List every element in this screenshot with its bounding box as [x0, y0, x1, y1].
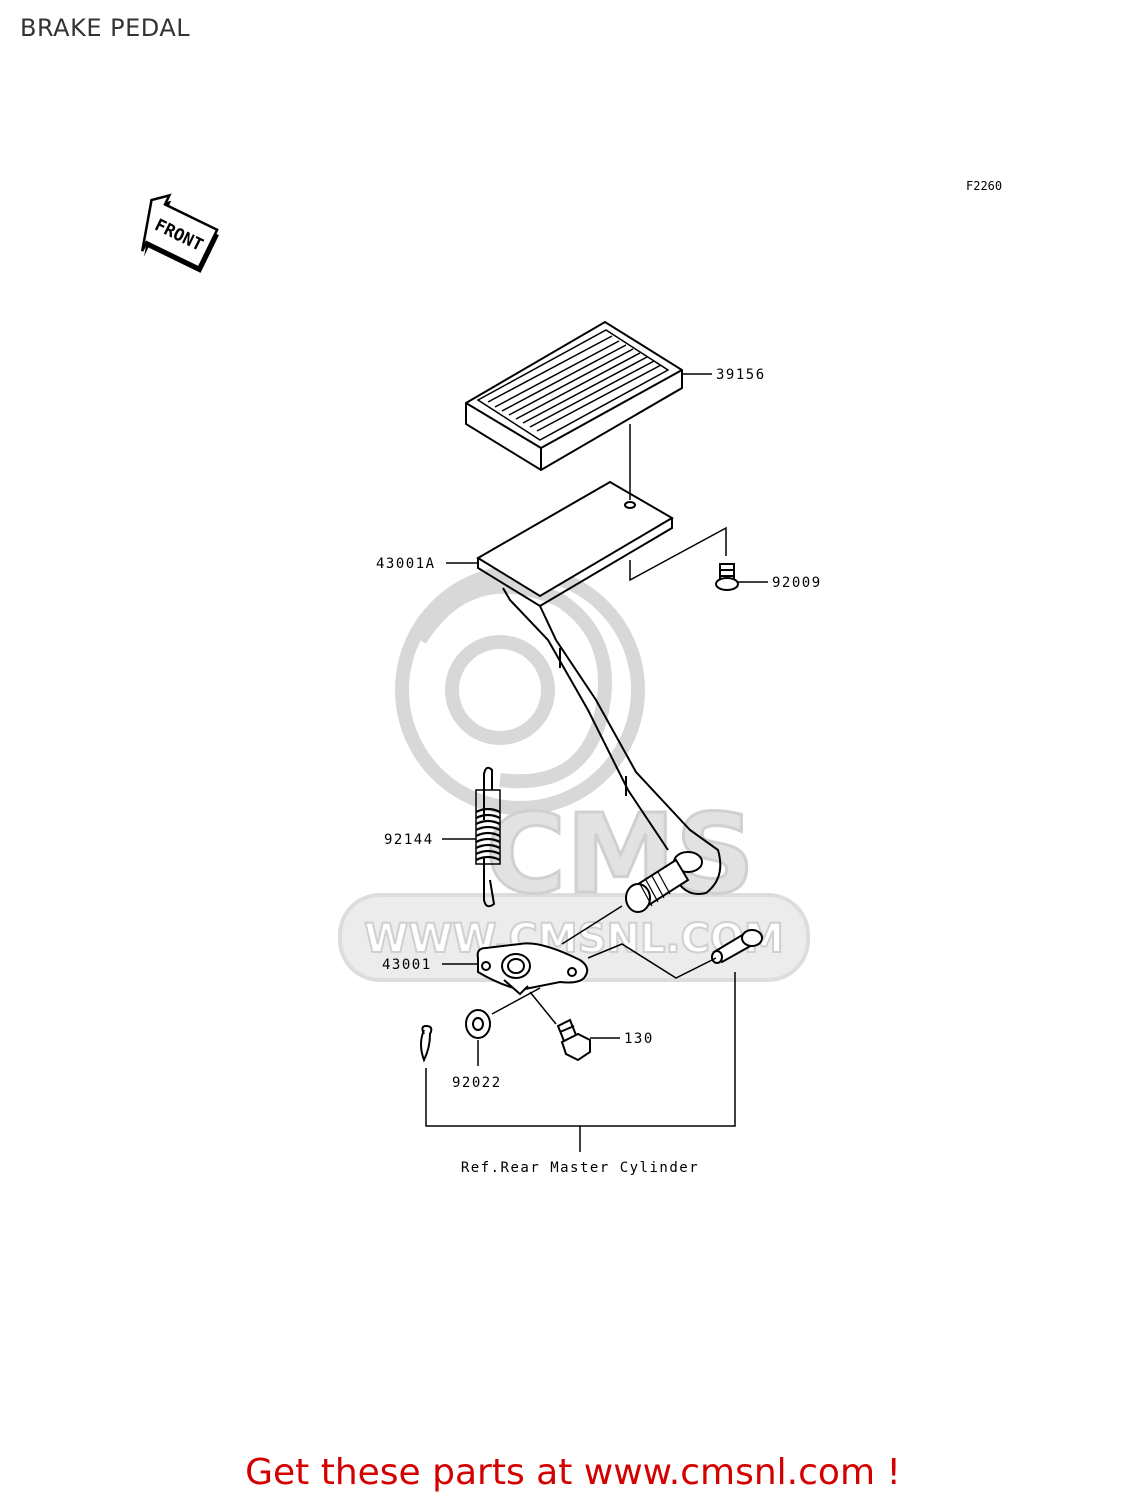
brake-pedal-diagram: CMS WWW.CMSNL.COM F2260 FRONT	[140, 179, 1002, 1176]
pedal-pad-rubber	[465, 320, 683, 472]
bolt-92009	[715, 563, 739, 591]
part-label-43001a: 43001A	[376, 556, 436, 572]
watermark-banner: CMS WWW.CMSNL.COM	[338, 789, 810, 982]
brake-lever	[476, 942, 589, 996]
return-spring	[475, 766, 501, 908]
cotter-pin	[420, 1024, 433, 1063]
get-parts-link[interactable]: Get these parts at www.cmsnl.com !	[245, 1452, 901, 1493]
watermark	[395, 565, 645, 815]
leader-lines	[425, 373, 768, 1152]
bolt-130	[556, 1018, 591, 1062]
reference-note: Ref.Rear Master Cylinder	[461, 1160, 699, 1176]
part-label-92144: 92144	[384, 832, 434, 848]
part-label-43001: 43001	[382, 957, 432, 973]
part-callouts: 39156 43001A 92009 92144 43001 130 92022…	[376, 367, 822, 1176]
part-label-130: 130	[624, 1031, 654, 1047]
clevis-pin	[711, 929, 763, 964]
watermark-logo-shape	[414, 579, 612, 789]
part-label-92022: 92022	[452, 1075, 502, 1091]
washer-92022	[465, 1009, 491, 1039]
pedal-shaft	[625, 851, 703, 913]
part-label-92009: 92009	[772, 575, 822, 591]
watermark-logo-inner	[445, 635, 555, 745]
part-label-39156: 39156	[716, 367, 766, 383]
pedal-arm	[502, 587, 722, 895]
front-arrow-icon: FRONT	[140, 193, 219, 273]
page-title: BRAKE PEDAL	[20, 14, 191, 42]
watermark-logo-text: CMS	[485, 790, 754, 918]
figure-code: F2260	[966, 179, 1002, 193]
